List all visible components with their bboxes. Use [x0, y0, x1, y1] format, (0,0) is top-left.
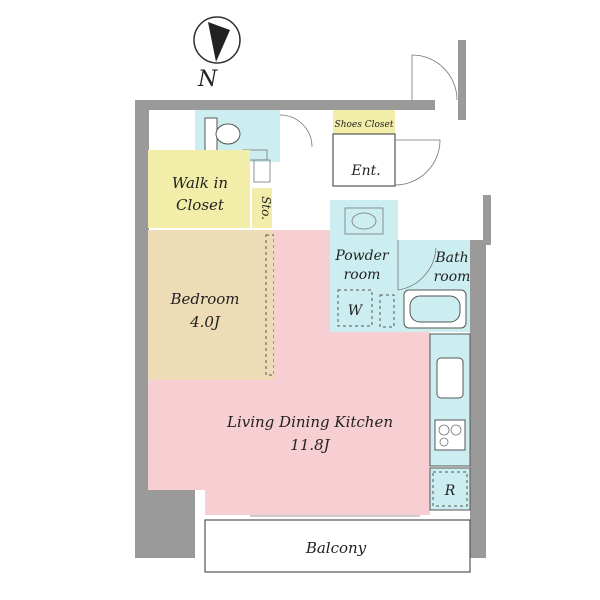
walk-in-closet	[148, 150, 250, 228]
entrance-label: Ent.	[350, 163, 380, 179]
powder-room-label-line2: room	[344, 267, 381, 283]
sink-icon	[436, 357, 464, 399]
washbasin	[344, 207, 384, 235]
hall-cabinet	[253, 159, 271, 183]
bath-door[interactable]	[379, 294, 395, 328]
shoes-closet-label: Shoes Closet	[335, 120, 394, 130]
balcony-label: Balcony	[305, 539, 367, 557]
washer-space	[337, 289, 373, 327]
walk-in-closet-label-line2: Closet	[176, 196, 225, 214]
balcony	[204, 519, 471, 573]
refrigerator-space	[429, 467, 471, 511]
living-dining-kitchen	[148, 230, 430, 515]
bath-door-arc[interactable]	[397, 240, 437, 291]
north-arrow-icon	[193, 16, 241, 64]
bath-room-label-line1: Bath	[434, 250, 468, 266]
refrigerator-outline	[432, 471, 468, 507]
bedroom-label: Bedroom	[170, 290, 240, 308]
ldk-size: 11.8J	[290, 436, 330, 454]
bedroom	[148, 230, 274, 380]
toilet-door-arc[interactable]	[279, 114, 313, 148]
entrance-area	[332, 133, 396, 187]
storage	[252, 188, 272, 228]
bath-room-label-line2: room	[434, 269, 471, 285]
toilet-icon	[204, 117, 241, 153]
bathtub-icon	[403, 289, 467, 329]
walk-in-closet-label-line1: Walk in	[172, 174, 228, 192]
washer-label: W	[348, 303, 364, 319]
bedroom-size: 4.0J	[189, 313, 221, 331]
powder-room	[330, 200, 398, 332]
refrigerator-label: R	[444, 483, 456, 499]
shoes-closet	[333, 110, 395, 134]
ldk-label: Living Dining Kitchen	[226, 413, 393, 431]
storage-label: Sto.	[259, 196, 273, 220]
north-label: N	[197, 67, 218, 92]
washbasin-bowl	[351, 212, 377, 230]
stove-icon	[434, 419, 466, 451]
exterior-walls	[135, 40, 491, 558]
powder-room-label-line1: Powder	[334, 248, 390, 264]
entrance-door[interactable]	[394, 54, 458, 186]
